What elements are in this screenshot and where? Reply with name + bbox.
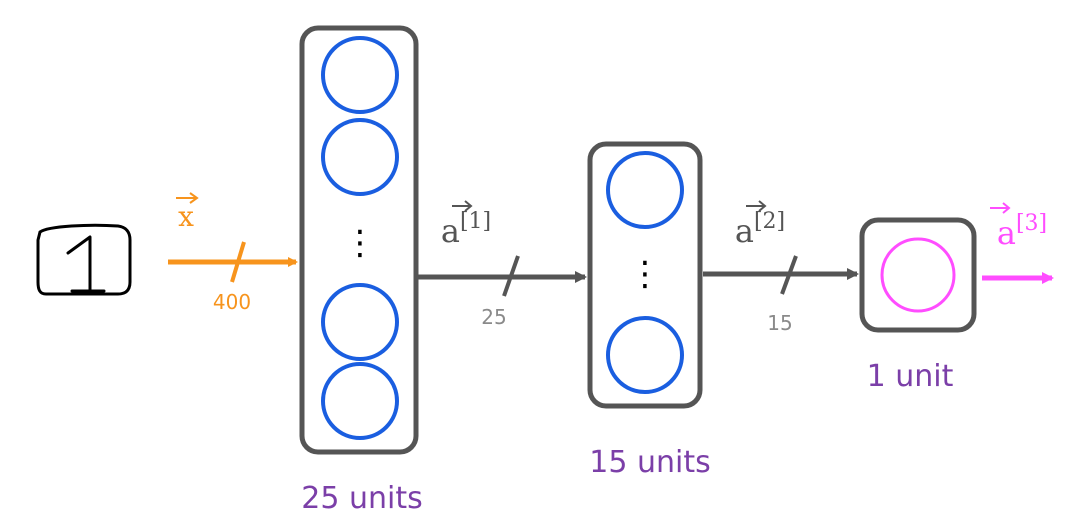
input-vector: x 400 [168, 192, 298, 314]
activation-3-superscript: [3] [1016, 211, 1047, 236]
activation-1-superscript: [1] [460, 209, 491, 234]
layer-1-units-label: 25 units [301, 481, 422, 516]
input-digit-image [36, 223, 132, 296]
input-digit-stroke [66, 235, 106, 293]
activation-3: a[3] [982, 202, 1054, 284]
input-size-label: 400 [213, 290, 251, 314]
neuron [321, 362, 399, 440]
activation-1-vector-accent [452, 200, 473, 212]
activation-2-size-slash [780, 255, 798, 295]
activation-3-letter: a [997, 214, 1016, 252]
activation-3-symbol: a[3] [997, 211, 1047, 252]
layer-2-units-label: 15 units [589, 445, 710, 480]
input-vector-arrow-accent [176, 192, 199, 204]
neuron [321, 118, 399, 196]
activation-2-symbol: a[2] [735, 209, 785, 250]
activation-2: a[2] 15 [703, 200, 859, 335]
layer-3-box [859, 217, 977, 333]
layer-3: 1 unit [859, 217, 977, 394]
activation-2-letter: a [735, 212, 754, 250]
neuron [321, 36, 399, 114]
input-vector-symbol: x [178, 200, 194, 233]
layer-2-ellipsis: ⋮ [628, 254, 662, 294]
activation-1: a[1] 25 [418, 200, 587, 329]
activation-2-superscript: [2] [754, 209, 785, 234]
activation-2-vector-accent [746, 200, 767, 212]
layer-1-ellipsis: ⋮ [343, 223, 377, 263]
layer-2: ⋮ 15 units [587, 141, 711, 480]
output-neuron [880, 237, 956, 313]
layer-1-box [299, 25, 419, 455]
activation-1-size-label: 25 [481, 305, 506, 329]
neuron [321, 283, 399, 361]
layer-1: ⋮ 25 units [299, 25, 423, 516]
activation-2-size-label: 15 [767, 311, 792, 335]
activation-3-vector-accent [990, 202, 1011, 214]
layer-3-units-label: 1 unit [867, 359, 954, 394]
input-digit-box [36, 223, 132, 296]
activation-1-letter: a [441, 212, 460, 250]
layer-2-box [587, 141, 703, 409]
neuron [606, 151, 684, 229]
input-size-slash [230, 241, 246, 283]
activation-1-size-slash [502, 255, 520, 297]
neuron [606, 316, 684, 394]
activation-1-symbol: a[1] [441, 209, 491, 250]
